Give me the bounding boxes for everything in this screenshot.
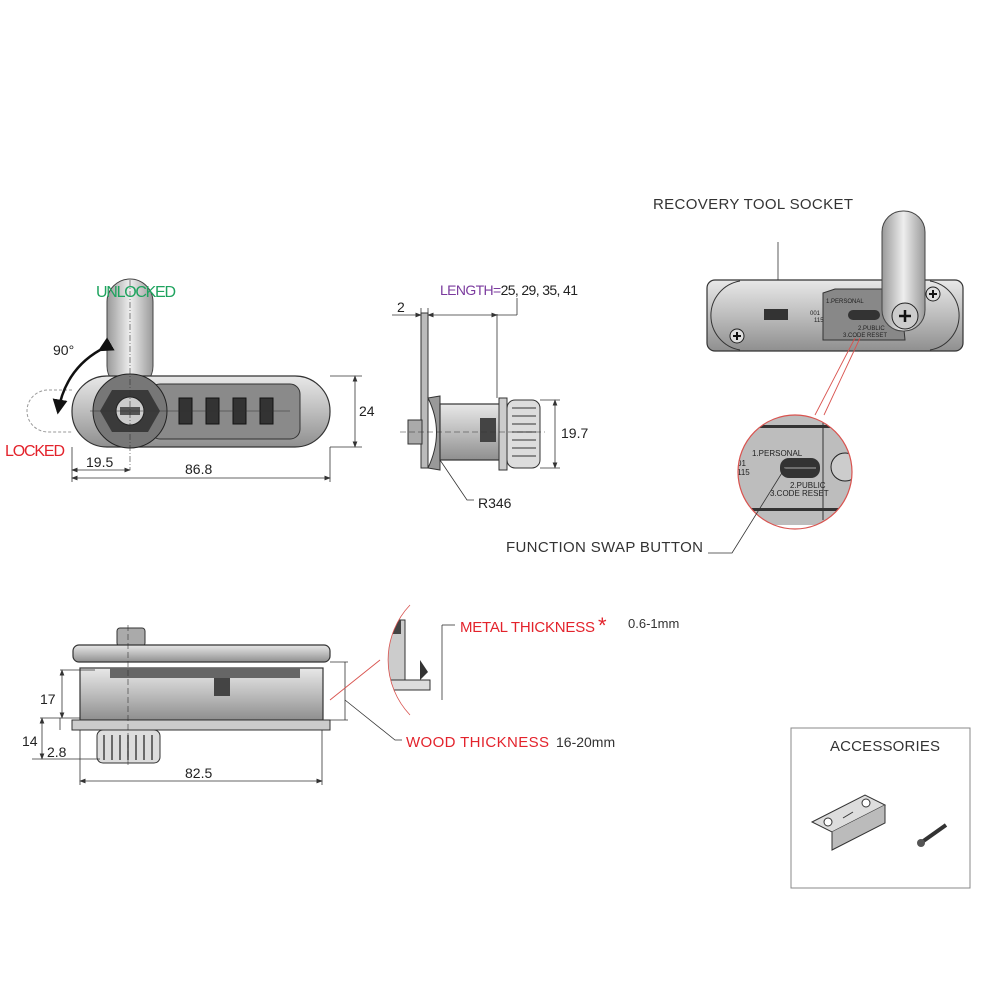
bracket-icon xyxy=(810,794,887,851)
front-view: 90° UNLOCKED LOCKED 19.5 86.8 24 xyxy=(5,278,375,482)
length-label: LENGTH=25, 29, 35, 41 xyxy=(440,282,578,298)
dim-14: 14 xyxy=(22,733,38,749)
recovery-tool-socket[interactable] xyxy=(764,309,788,320)
dim-offset: 19.5 xyxy=(86,454,113,470)
zoom-switch-public: 2.PUBLIC xyxy=(790,481,826,490)
function-button-zoom: 1.PERSONAL 01 115 2.PUBLIC 3.CODE RESET xyxy=(737,414,853,530)
metal-thickness-label: METAL THICKNESS xyxy=(460,619,595,636)
accessories-box: ACCESSORIES xyxy=(790,727,971,889)
accessories-title: ACCESSORIES xyxy=(830,738,940,755)
dim-plate: 2 xyxy=(397,299,405,315)
metal-thickness-star: * xyxy=(598,613,607,638)
dim-length: 86.8 xyxy=(185,461,212,477)
function-swap-button-label: FUNCTION SWAP BUTTON xyxy=(506,539,703,556)
switch-public: 2.PUBLIC xyxy=(858,326,885,332)
zoom-code-b: 115 xyxy=(737,468,750,477)
dim-17: 17 xyxy=(40,691,56,707)
rotation-arrow xyxy=(52,337,115,415)
recovery-tool-socket-label: RECOVERY TOOL SOCKET xyxy=(653,196,853,213)
top-plate xyxy=(72,644,331,663)
rotation-label: 90° xyxy=(53,342,74,358)
wood-thickness-label: WOOD THICKNESS xyxy=(406,734,549,751)
unlocked-label: UNLOCKED xyxy=(96,284,176,301)
zoom-switch-reset: 3.CODE RESET xyxy=(770,489,829,498)
switch-personal: 1.PERSONAL xyxy=(826,299,864,305)
locked-label: LOCKED xyxy=(5,443,65,460)
knurled-knob xyxy=(506,399,541,469)
radius-label: R346 xyxy=(478,495,512,511)
side-view: 2 LENGTH=25, 29, 35, 41 19.7 R346 xyxy=(392,282,588,511)
dim-2-8: 2.8 xyxy=(47,744,67,760)
back-view: RECOVERY TOOL SOCKET 001 115 1.PERSONAL … xyxy=(506,196,964,556)
cam-plate xyxy=(420,312,429,469)
dim-82-5: 82.5 xyxy=(185,765,212,781)
switch-reset: 3.CODE RESET xyxy=(843,333,887,339)
metal-thickness-value: 0.6-1mm xyxy=(628,616,679,631)
dim-height: 24 xyxy=(359,403,375,419)
bottom-view: 17 14 2.8 82.5 METAL THICKNESS * 0.6-1mm… xyxy=(22,604,679,785)
function-swap-button[interactable] xyxy=(848,310,880,320)
code-b: 115 xyxy=(814,318,824,324)
zoom-switch-personal: 1.PERSONAL xyxy=(752,449,803,458)
base-plate xyxy=(71,719,331,731)
code-a: 001 xyxy=(810,311,821,317)
back-shackle xyxy=(881,210,926,332)
screw-accessory-icon xyxy=(917,823,948,847)
dim-diameter: 19.7 xyxy=(561,425,588,441)
mounting-inset xyxy=(329,604,455,716)
locked-shackle-outline xyxy=(26,389,72,433)
wood-thickness-value: 16-20mm xyxy=(556,734,615,750)
zoom-code-a: 01 xyxy=(737,459,746,468)
